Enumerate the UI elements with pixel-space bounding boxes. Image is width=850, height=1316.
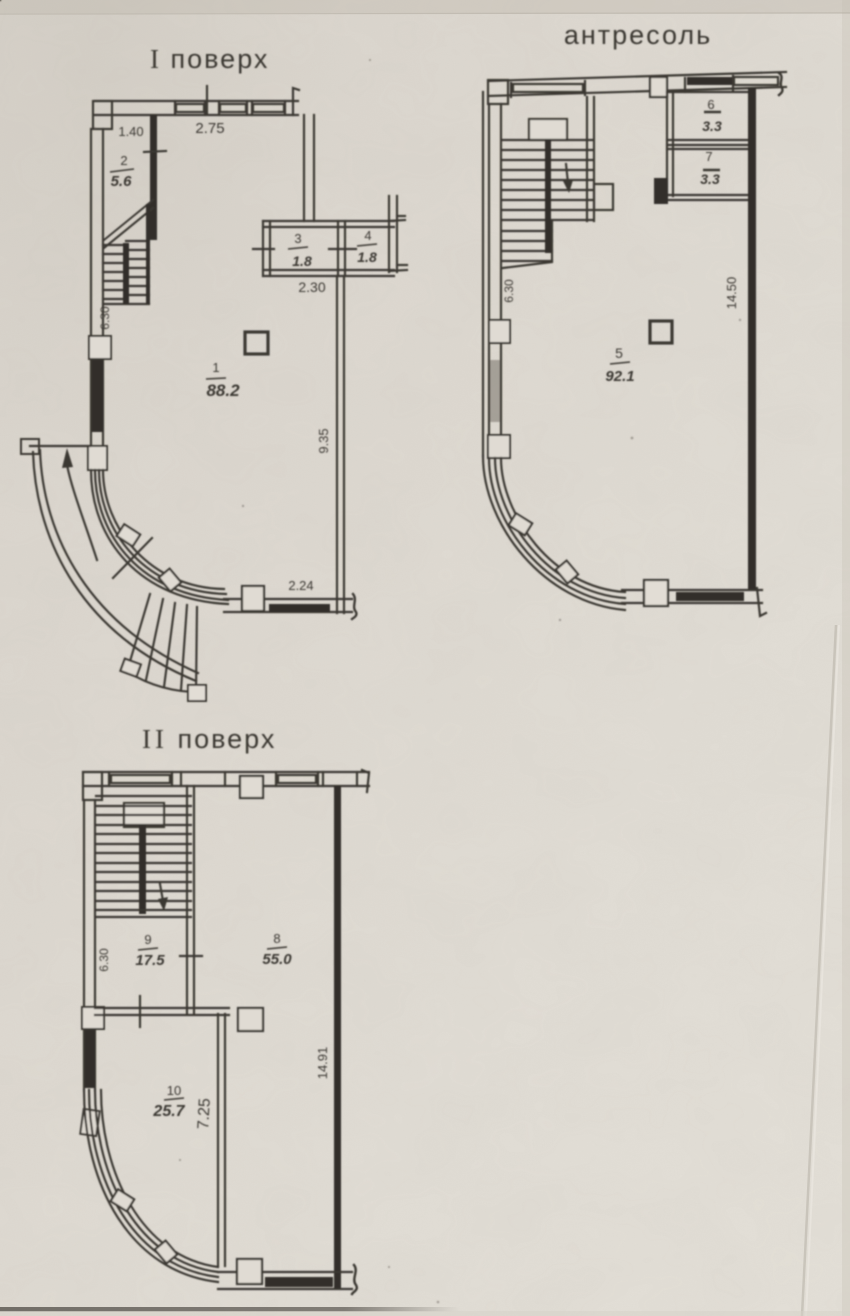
svg-text:2.75: 2.75 — [195, 120, 224, 137]
svg-text:2: 2 — [120, 153, 127, 168]
svg-text:5.6: 5.6 — [111, 173, 133, 190]
svg-text:1.8: 1.8 — [357, 249, 377, 265]
svg-text:6.30: 6.30 — [502, 279, 516, 303]
svg-text:1.8: 1.8 — [292, 253, 312, 269]
svg-text:3.3: 3.3 — [700, 171, 720, 187]
svg-text:2.30: 2.30 — [298, 279, 325, 295]
svg-text:3.3: 3.3 — [702, 118, 722, 134]
svg-text:17.5: 17.5 — [135, 952, 165, 969]
svg-text:I поверх: I поверх — [150, 44, 269, 74]
svg-text:7: 7 — [705, 149, 712, 164]
svg-text:6.30: 6.30 — [97, 948, 111, 972]
svg-text:8: 8 — [273, 931, 280, 946]
svg-text:5: 5 — [615, 345, 623, 361]
svg-text:9.35: 9.35 — [316, 428, 331, 453]
svg-text:25.7: 25.7 — [152, 1103, 185, 1120]
svg-text:II поверх: II поверх — [142, 724, 276, 754]
svg-text:2.24: 2.24 — [288, 578, 313, 593]
svg-text:6: 6 — [707, 97, 714, 112]
svg-text:14.50: 14.50 — [724, 277, 739, 310]
svg-text:7.25: 7.25 — [195, 1098, 214, 1130]
svg-text:антресоль: антресоль — [564, 20, 712, 50]
svg-text:1: 1 — [212, 360, 219, 375]
svg-text:4: 4 — [364, 228, 371, 243]
svg-text:14.91: 14.91 — [315, 1047, 330, 1080]
svg-text:3: 3 — [294, 231, 301, 246]
svg-text:92.1: 92.1 — [605, 368, 634, 385]
svg-text:1.40: 1.40 — [118, 124, 143, 139]
svg-text:88.2: 88.2 — [206, 381, 240, 400]
svg-text:55.0: 55.0 — [262, 951, 292, 968]
svg-text:9: 9 — [144, 932, 151, 947]
svg-text:6.30: 6.30 — [98, 306, 112, 330]
svg-text:10: 10 — [167, 1083, 181, 1098]
